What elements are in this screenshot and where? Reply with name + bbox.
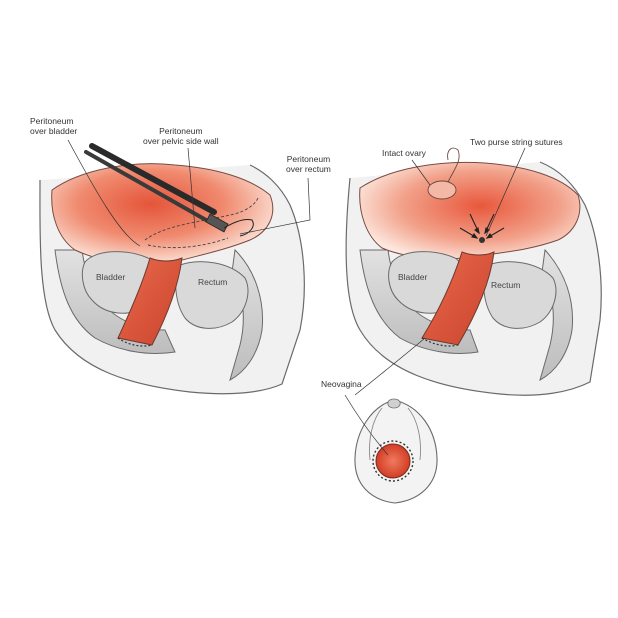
right-pelvis-panel bbox=[345, 147, 602, 396]
left-neovaginal-canal bbox=[117, 257, 183, 346]
label-peritoneum-over-rectum: Peritoneum over rectum bbox=[286, 154, 331, 174]
left-peritoneum-field bbox=[51, 163, 274, 265]
neovagina-inset bbox=[354, 398, 438, 504]
label-two-purse-string-sutures: Two purse string sutures bbox=[470, 137, 563, 147]
left-bladder-label: Bladder bbox=[96, 272, 126, 282]
purse-string-center bbox=[479, 237, 485, 243]
left-rectum-label: Rectum bbox=[198, 277, 228, 287]
label-neovagina: Neovagina bbox=[321, 379, 362, 389]
left-rectum bbox=[175, 261, 249, 329]
label-peritoneum-over-bladder: Peritoneum over bladder bbox=[30, 116, 78, 136]
right-bladder-label: Bladder bbox=[398, 272, 428, 282]
laparoscopic-grasper bbox=[84, 143, 254, 237]
left-pelvis-panel bbox=[39, 139, 311, 395]
right-peritoneum-field bbox=[359, 161, 581, 260]
intact-ovary bbox=[427, 180, 457, 200]
right-neovaginal-canal bbox=[421, 251, 495, 346]
right-rectum-label: Rectum bbox=[491, 280, 521, 290]
label-intact-ovary: Intact ovary bbox=[382, 148, 426, 158]
right-rectum bbox=[483, 261, 557, 329]
neovagina-opening bbox=[375, 443, 411, 479]
label-peritoneum-over-pelvic-side-wall: Peritoneum over pelvic side wall bbox=[143, 126, 219, 146]
